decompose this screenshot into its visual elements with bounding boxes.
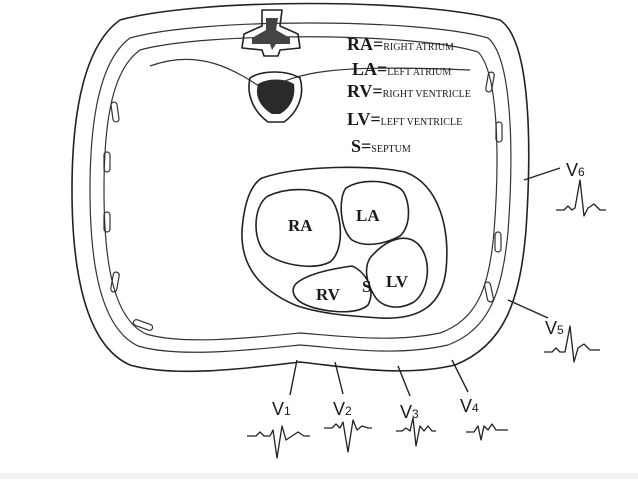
lead-pointers [289,167,561,397]
ecg-trace-v5 [544,325,600,363]
bottom-border-strip [0,473,638,479]
legend-desc: RIGHT VENTRICLE [383,89,471,100]
legend-item-la: LA=LEFT ATRIUM [352,59,451,79]
legend-eq: = [361,136,371,156]
label-lv: LV [386,272,409,291]
lead-main: V [400,402,412,422]
right-atrium-chamber [255,188,342,267]
legend-desc: SEPTUM [371,144,411,155]
lead-label-v3: V3 [400,402,419,422]
lead-label-v1: V1 [272,399,291,419]
legend-eq: = [377,59,387,79]
label-septum: S [362,277,371,296]
rib-band-inner [103,36,498,341]
lead-label-v4: V4 [460,396,479,416]
lead-main: V [460,396,472,416]
legend-desc: RIGHT ATRIUM [383,42,454,53]
lead-main: V [566,160,578,180]
legend-item-rv: RV=RIGHT VENTRICLE [347,81,471,101]
rib-segments [103,71,503,331]
label-rv: RV [316,285,341,304]
legend-eq: = [372,81,382,101]
lead-label-v5: V5 [545,318,564,338]
label-la: LA [356,206,380,225]
lead-label-v2: V2 [333,399,352,419]
label-ra: RA [288,216,313,235]
legend-eq: = [373,34,383,54]
legend-abbr: LV [347,109,370,129]
legend-abbr: RA [347,34,373,54]
left-ventricle-chamber [365,237,429,308]
legend-eq: = [370,109,380,129]
lead-sub: 5 [557,323,564,337]
pericardium [241,166,448,319]
lead-main: V [545,318,557,338]
legend-item-ra: RA=RIGHT ATRIUM [347,34,454,54]
lead-sub: 6 [578,165,585,179]
left-atrium-chamber [340,180,410,246]
legend-item-lv: LV=LEFT VENTRICLE [347,109,462,129]
ecg-trace-v1 [247,425,310,459]
ecg-trace-v4 [466,423,508,441]
ecg-trace-v6 [556,179,606,217]
lead-label-v6: V6 [566,160,585,180]
thorax-outer-outline [71,2,530,373]
lead-sub: 1 [284,404,291,418]
lead-sub: 4 [472,401,479,415]
legend-item-s: S=SEPTUM [351,136,411,156]
rib-band-outer [89,22,512,353]
lead-sub: 3 [412,407,419,421]
legend-abbr: RV [347,81,372,101]
lead-main: V [333,399,345,419]
legend-abbr: LA [352,59,377,79]
legend-desc: LEFT VENTRICLE [381,117,463,128]
legend-abbr: S [351,136,361,156]
ecg-trace-v3 [396,417,436,447]
lead-main: V [272,399,284,419]
right-ventricle-chamber [292,265,372,313]
legend-desc: LEFT ATRIUM [387,67,451,78]
vertebra [241,9,303,123]
lead-sub: 2 [345,404,352,418]
legend: RA=RIGHT ATRIUM LA=LEFT ATRIUM RV=RIGHT … [347,34,471,156]
ecg-trace-v2 [324,419,372,453]
